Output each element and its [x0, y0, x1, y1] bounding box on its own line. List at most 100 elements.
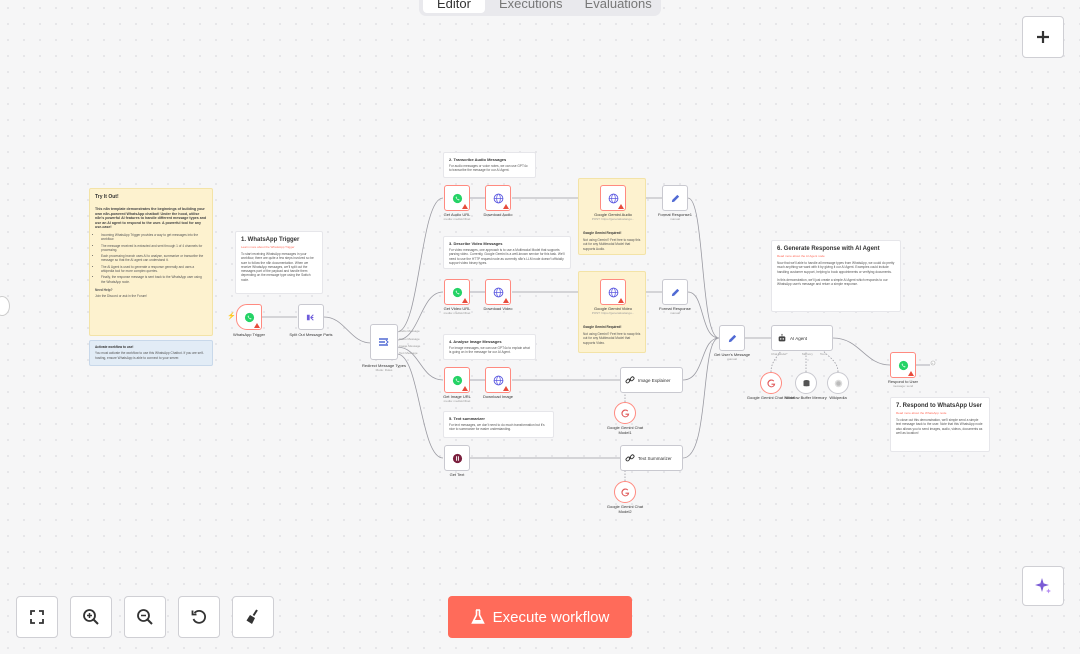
node-split-out[interactable] [298, 304, 324, 330]
sticky-text: To close out this demonstration, we'll s… [896, 418, 983, 435]
add-node-button[interactable] [1022, 16, 1064, 58]
sticky-link[interactable]: Read more about the AI Agent node [777, 254, 825, 258]
node-redirect-message-types[interactable] [370, 324, 398, 360]
node-label: Split Out Message Parts [289, 332, 333, 337]
sticky-activate[interactable]: Activate workflow to use! You must activ… [89, 340, 213, 366]
warning-icon [908, 371, 914, 376]
trigger-bolt-icon: ⚡ [227, 313, 236, 320]
node-image-explainer[interactable]: Image Explainer [620, 367, 683, 393]
node-gemini-chat-model1[interactable] [614, 402, 636, 424]
node-get-text[interactable] [444, 445, 470, 471]
node-label: WhatsApp Trigger [232, 332, 265, 337]
sticky-transcribe-audio[interactable]: 2. Transcribe Audio Messages For audio m… [443, 152, 536, 178]
ai-assistant-button[interactable] [1022, 566, 1064, 606]
warning-icon [503, 386, 509, 391]
sticky-link[interactable]: Learn more about the WhatsApp Trigger [241, 245, 295, 249]
node-respond-to-user[interactable] [890, 352, 916, 378]
node-label: Google Gemini Video [594, 306, 632, 311]
sticky-link[interactable]: Read more about the WhatsApp node [896, 411, 947, 415]
node-label: Text Summarizer [638, 455, 672, 461]
sticky-whatsapp-trigger[interactable]: 1. WhatsApp Trigger Learn more about the… [235, 231, 323, 294]
warning-icon [254, 323, 260, 328]
set-fields-icon [452, 453, 462, 463]
tab-executions[interactable]: Executions [498, 0, 563, 11]
reset-zoom-button[interactable] [178, 596, 220, 638]
sticky-intro: This n8n template demonstrates the begin… [95, 207, 207, 230]
tab-editor[interactable]: Editor [423, 0, 485, 13]
zoom-out-button[interactable] [124, 596, 166, 638]
warning-icon [462, 298, 468, 303]
sticky-bullets: Incoming WhatsApp Trigger provides a way… [101, 233, 207, 284]
sticky-title: Activate workflow to use! [95, 345, 134, 349]
sticky-title: 6. Generate Response with AI Agent [777, 246, 880, 252]
whatsapp-icon [452, 287, 462, 297]
tidy-up-button[interactable] [232, 596, 274, 638]
sticky-respond-to-user[interactable]: 7. Respond to WhatsApp User Read more ab… [890, 397, 990, 452]
node-label: Google Gemini Chat Model1 [606, 425, 644, 435]
zoom-in-button[interactable] [70, 596, 112, 638]
sticky-bullet: The message received is extracted and se… [101, 244, 207, 253]
node-download-video[interactable] [485, 279, 511, 305]
pencil-icon [728, 334, 736, 342]
execute-workflow-button[interactable]: Execute workflow [448, 596, 632, 638]
node-wikipedia[interactable] [827, 372, 849, 394]
warning-icon [462, 386, 468, 391]
node-gemini-chat-model2[interactable] [614, 481, 636, 503]
broom-icon [246, 609, 258, 624]
warning-icon [618, 204, 624, 209]
google-icon [766, 378, 775, 387]
zoom-in-icon [83, 609, 99, 625]
node-ai-agent[interactable]: AI Agent [771, 325, 833, 351]
tab-evaluations[interactable]: Evaluations [584, 0, 652, 11]
sticky-describe-video[interactable]: 3. Describe Video Messages For video mes… [443, 236, 571, 269]
pencil-icon [671, 194, 679, 202]
undo-icon [191, 609, 206, 624]
whatsapp-icon [452, 375, 462, 385]
warning-icon [503, 204, 509, 209]
sticky-generate-response[interactable]: 6. Generate Response with AI Agent Read … [771, 240, 901, 312]
sticky-help-text: Join the Discord or ask in the Forum! [95, 294, 148, 299]
fit-view-button[interactable] [16, 596, 58, 638]
globe-icon [493, 375, 503, 385]
node-get-image-url[interactable] [444, 367, 470, 393]
sticky-title: 5. Text summarizer [449, 416, 485, 421]
node-get-audio-url[interactable] [444, 185, 470, 211]
sticky-bullet: Each processing branch uses AI to analys… [101, 254, 207, 263]
sticky-title: 4. Analyse Image Messages [449, 339, 502, 344]
sticky-analyse-image[interactable]: 4. Analyse Image Messages For image mess… [443, 334, 536, 360]
node-gemini-chat-model[interactable] [760, 372, 782, 394]
sticky-bullet: Finally, the response message is sent ba… [101, 275, 207, 284]
node-format-response1[interactable] [662, 185, 688, 211]
sticky-bullet: Incoming WhatsApp Trigger provides a way… [101, 233, 207, 242]
node-gemini-audio[interactable] [600, 185, 626, 211]
node-sublabel: manual [727, 357, 737, 361]
sticky-try-it-out[interactable]: Try It Out! This n8n template demonstrat… [89, 188, 213, 336]
zoom-out-icon [137, 609, 153, 625]
node-get-users-message[interactable] [719, 325, 745, 351]
node-gemini-video[interactable] [600, 279, 626, 305]
node-download-image[interactable] [485, 367, 511, 393]
execute-workflow-label: Execute workflow [492, 608, 610, 626]
split-out-icon [306, 313, 314, 321]
node-get-video-url[interactable] [444, 279, 470, 305]
sticky-title: Try It Out! [95, 194, 119, 200]
whatsapp-icon [452, 193, 462, 203]
node-window-buffer-memory[interactable] [795, 372, 817, 394]
globe-icon [493, 287, 503, 297]
node-format-response[interactable] [662, 279, 688, 305]
sticky-text-summarizer[interactable]: 5. Text summarizer For text messages, we… [443, 411, 554, 438]
sparkle-icon [1035, 578, 1051, 594]
globe-icon [493, 193, 503, 203]
wikipedia-icon [834, 379, 842, 387]
sticky-gemini-audio[interactable]: Google Gemini Required! Not using Gemini… [578, 178, 646, 255]
node-whatsapp-trigger[interactable] [236, 304, 262, 330]
sticky-text: To start receiving WhatsApp messages in … [241, 252, 314, 282]
agent-port-label: Memory [802, 352, 813, 356]
node-label: Download Audio [483, 212, 513, 217]
node-text-summarizer[interactable]: Text Summarizer [620, 445, 683, 471]
chain-link-icon [625, 454, 635, 462]
sticky-title: 3. Describe Video Messages [449, 241, 503, 246]
node-sublabel: media: mediaUrlGet [443, 217, 471, 221]
node-download-audio[interactable] [485, 185, 511, 211]
